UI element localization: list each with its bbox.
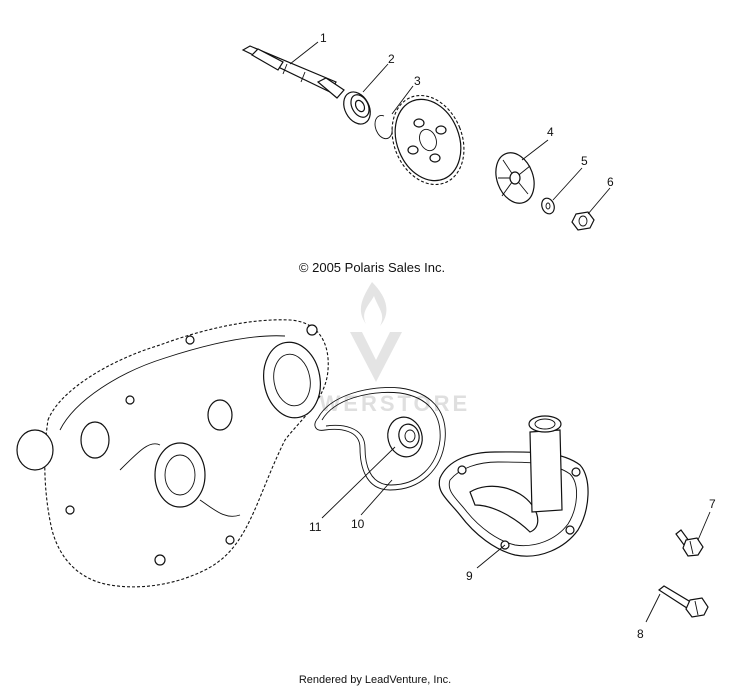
part-11-seal — [387, 416, 423, 458]
part-crankcase-cover — [16, 319, 329, 588]
callout-8: 8 — [637, 627, 644, 641]
callout-9: 9 — [466, 569, 473, 583]
callout-3: 3 — [414, 74, 421, 88]
part-8-long-bolt — [657, 585, 709, 618]
part-2-bearing — [343, 91, 371, 125]
callout-4: 4 — [547, 125, 554, 139]
watermark-flame-icon — [360, 282, 387, 326]
footer-text: Rendered by LeadVenture, Inc. — [299, 674, 451, 686]
callout-7: 7 — [709, 497, 716, 511]
part-7-short-bolt — [675, 529, 704, 557]
callout-5: 5 — [581, 154, 588, 168]
part-4-impeller — [495, 152, 535, 204]
part-3-snap-ring — [374, 115, 393, 140]
part-5-washer — [541, 197, 555, 215]
callout-6: 6 — [607, 175, 614, 189]
copyright-text: © 2005 Polaris Sales Inc. — [299, 260, 445, 275]
part-6-nut — [571, 211, 595, 231]
callout-2: 2 — [388, 52, 395, 66]
callout-11: 11 — [309, 520, 322, 534]
watermark-chevron-icon — [350, 332, 402, 382]
part-1-shaft — [241, 45, 345, 99]
callout-10: 10 — [351, 517, 365, 531]
part-9-water-pump-cover — [438, 415, 589, 557]
leader-lines — [289, 41, 711, 623]
part-gear — [391, 94, 465, 186]
callouts: 1 2 3 4 5 6 7 8 9 10 11 — [309, 31, 716, 641]
callout-1: 1 — [320, 31, 327, 45]
part-10-gasket — [314, 387, 446, 491]
